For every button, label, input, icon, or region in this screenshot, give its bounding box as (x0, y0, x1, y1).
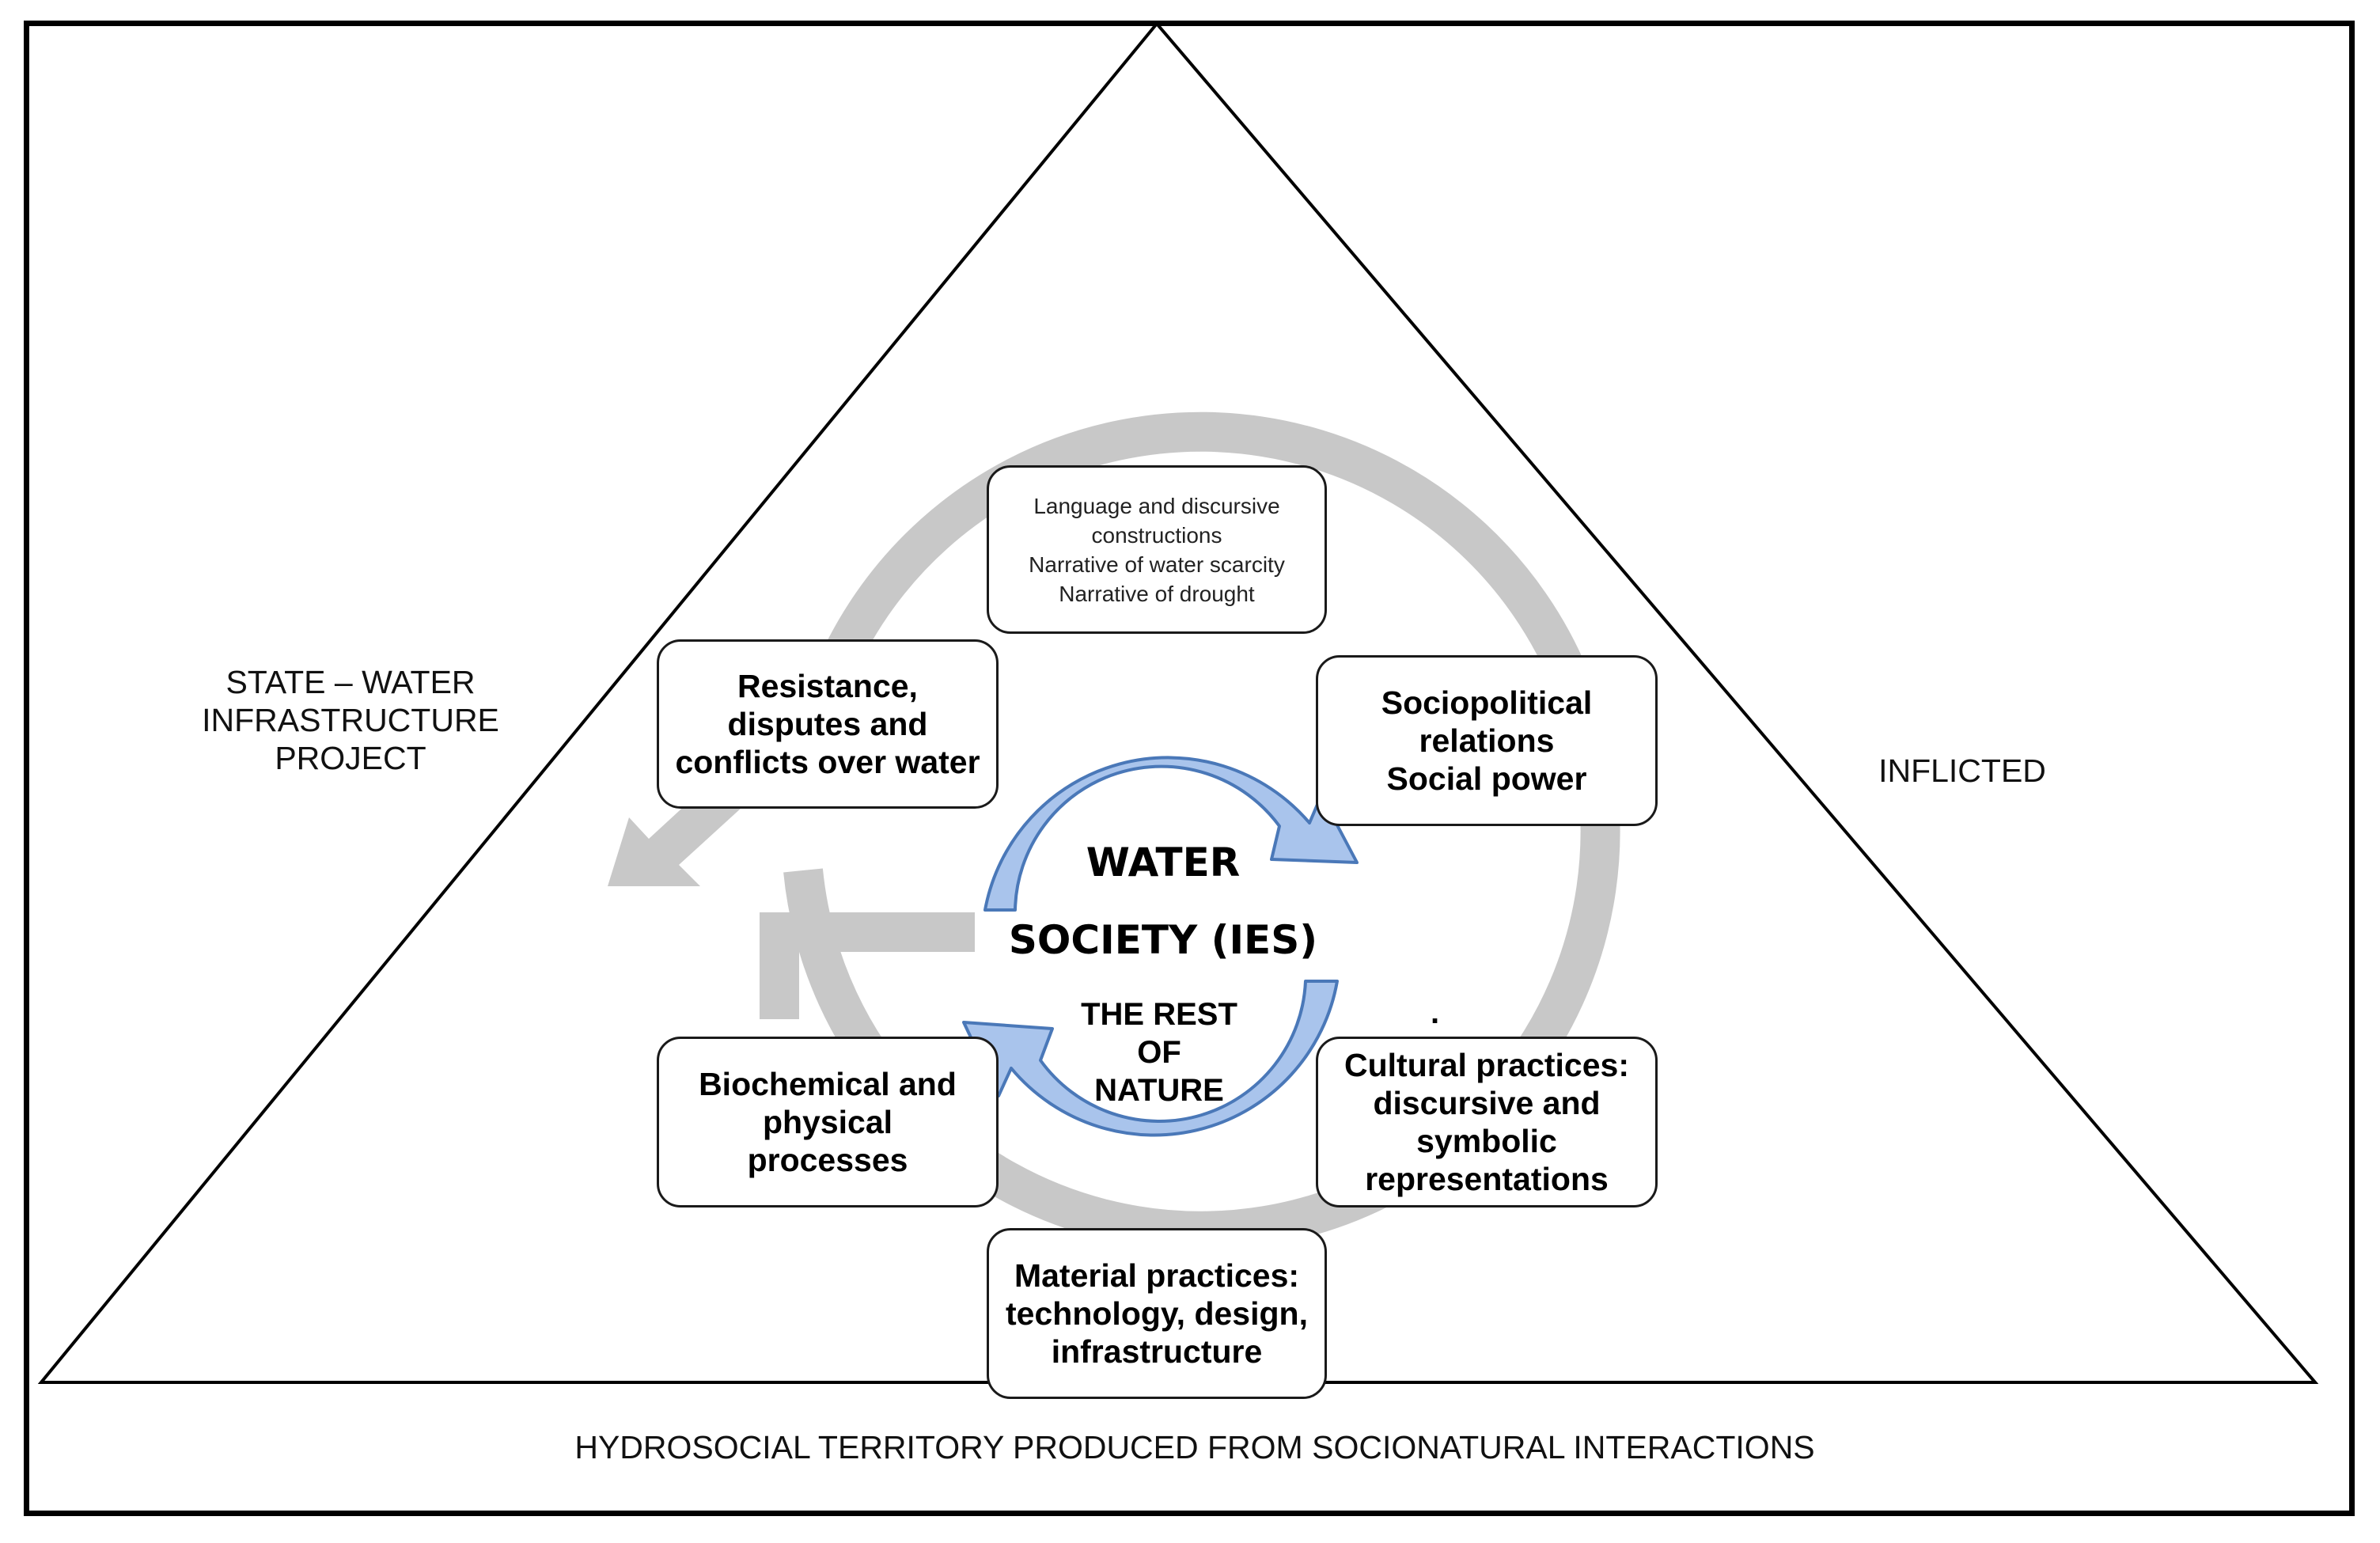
box-sociopolitical-text: Sociopolitical relations Social power (1381, 684, 1593, 797)
center-society: SOCIETY (IES) (1008, 917, 1318, 963)
label-state-water-project: STATE – WATER INFRASTRUCTURE PROJECT (202, 664, 499, 776)
box-sociopolitical: Sociopolitical relations Social power (1316, 655, 1658, 826)
stray-dot: . (1431, 995, 1440, 1030)
box-biochemical: Biochemical and physical processes (657, 1037, 999, 1207)
figure-frame (24, 21, 2355, 1516)
box-resistance: Resistance, disputes and conflicts over … (657, 639, 999, 809)
box-cultural-text: Cultural practices: discursive and symbo… (1344, 1047, 1629, 1197)
center-rest-of-nature: THE REST OF NATURE (1081, 997, 1237, 1108)
box-resistance-text: Resistance, disputes and conflicts over … (675, 668, 980, 780)
box-language-discourse: Language and discursive constructions Na… (987, 465, 1327, 634)
blue-cycle-arrow-top-icon (983, 756, 1359, 912)
box-material-practices: Material practices: technology, design, … (987, 1228, 1327, 1399)
box-language-text: Language and discursive constructions Na… (1029, 493, 1285, 606)
box-cultural-practices: Cultural practices: discursive and symbo… (1316, 1037, 1658, 1207)
box-biochemical-text: Biochemical and physical processes (699, 1066, 957, 1178)
center-water: WATER (1086, 840, 1241, 885)
bottom-caption: HYDROSOCIAL TERRITORY PRODUCED FROM SOCI… (574, 1429, 1815, 1465)
gray-bracket-icon (760, 912, 975, 1019)
box-material-text: Material practices: technology, design, … (1006, 1257, 1308, 1370)
label-inflicted: INFLICTED (1878, 753, 2046, 789)
blue-cycle-arrow-bottom-icon (962, 980, 1339, 1137)
